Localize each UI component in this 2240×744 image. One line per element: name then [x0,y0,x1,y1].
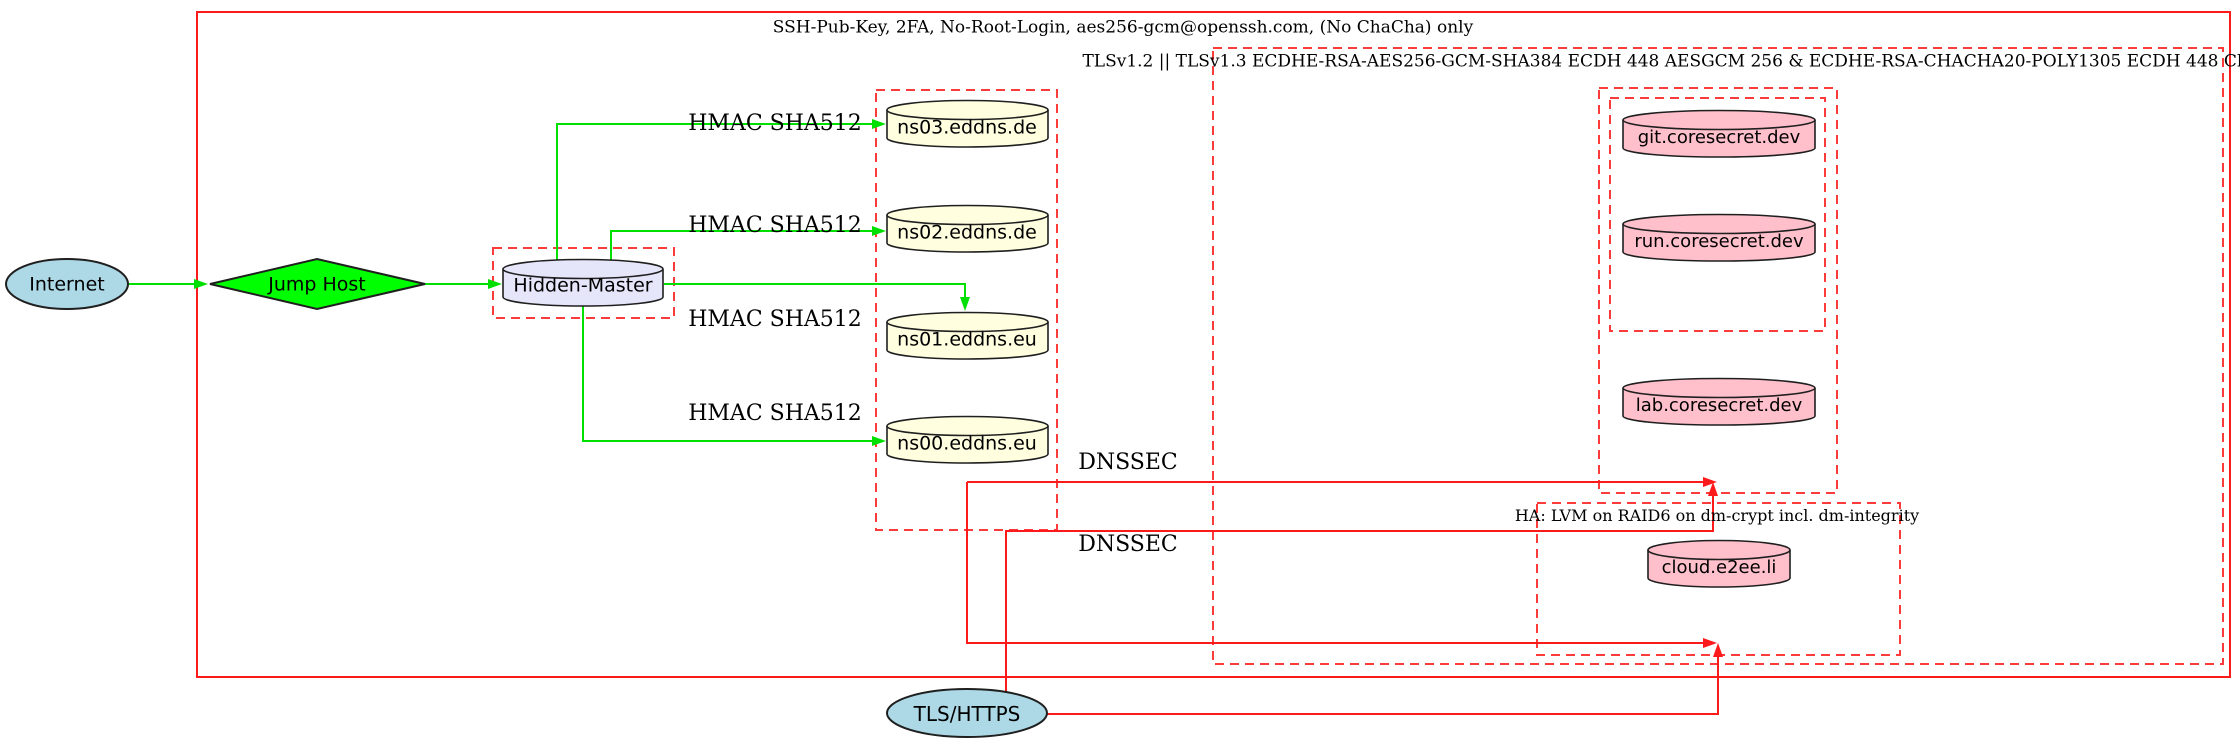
hidden-master-cylinder [502,258,664,307]
edge-tlshttps-ha [1046,657,1719,715]
lab-cylinder [1622,377,1816,426]
edge-label-dnssec-1: DNSSEC [1078,450,1178,475]
tls-cluster-label: TLSv1.2 || TLSv1.3 ECDHE-RSA-AES256-GCM-… [1082,51,2240,72]
cloud-cylinder [1647,539,1791,588]
cloud-label: cloud.e2ee.li [1661,557,1777,578]
git-cylinder [1622,109,1816,158]
coresecret-outer-cluster-border [1598,87,1838,494]
ns02-label: ns02.eddns.de [897,221,1037,244]
edge-dnssec-ha [966,482,1703,644]
lab-label: lab.coresecret.dev [1635,395,1803,416]
edge-label-hmac-ns02: HMAC SHA512 [688,213,862,238]
edge-label-hmac-ns01: HMAC SHA512 [688,307,862,332]
ssh-cluster-label: SSH-Pub-Key, 2FA, No-Root-Login, aes256-… [772,17,1474,38]
arrowhead [1703,477,1717,487]
arrowhead [1703,638,1717,648]
arrowhead [1708,482,1718,496]
edge-label-hmac-ns03: HMAC SHA512 [688,111,862,136]
arrowhead [1713,643,1723,657]
internet-label: Internet [29,273,105,296]
arrowhead [488,279,502,289]
arrowhead [872,226,886,236]
hidden-master-label: Hidden-Master [513,274,653,297]
arrowhead [872,436,886,446]
secure-edge-arrowheads [194,119,970,446]
ns00-label: ns00.eddns.eu [897,432,1037,455]
edge-hiddenmaster-ns03 [556,123,872,262]
run-label: run.coresecret.dev [1634,231,1804,252]
ns03-label: ns03.eddns.de [897,116,1037,139]
run-cylinder [1622,213,1816,262]
tls-https-node [886,688,1048,738]
secure-edges [128,123,966,442]
jump-host-node [209,257,426,311]
jump-host-label: Jump Host [268,273,366,296]
ssh-cluster-border [196,11,2231,678]
arrowhead [194,279,208,289]
coresecret-inner-cluster-border [1609,97,1826,332]
edge-tlshttps-coresecret [1005,496,1714,692]
edge-label-hmac-ns00: HMAC SHA512 [688,401,862,426]
ns01-label: ns01.eddns.eu [897,328,1037,351]
ns03-cylinder [886,99,1049,148]
arrowhead [960,297,970,311]
ha-cluster-label: HA: LVM on RAID6 on dm-crypt incl. dm-in… [1514,506,1920,525]
edge-hiddenmaster-ns02 [610,230,872,262]
edge-hiddenmaster-ns01 [664,283,966,297]
edge-label-dnssec-2: DNSSEC [1078,532,1178,557]
tls-https-label: TLS/HTTPS [913,702,1021,726]
eddns-cluster-border [875,89,1058,531]
arrowhead [872,119,886,129]
dnssec-tls-arrowheads [1703,477,1723,657]
ns02-cylinder [886,204,1049,253]
ns01-cylinder [886,311,1049,360]
git-label: git.coresecret.dev [1637,127,1801,148]
ns00-cylinder [886,415,1049,464]
internet-node [5,258,129,310]
edge-hiddenmaster-ns00 [582,304,872,442]
dnssec-tls-edges [966,481,1719,715]
